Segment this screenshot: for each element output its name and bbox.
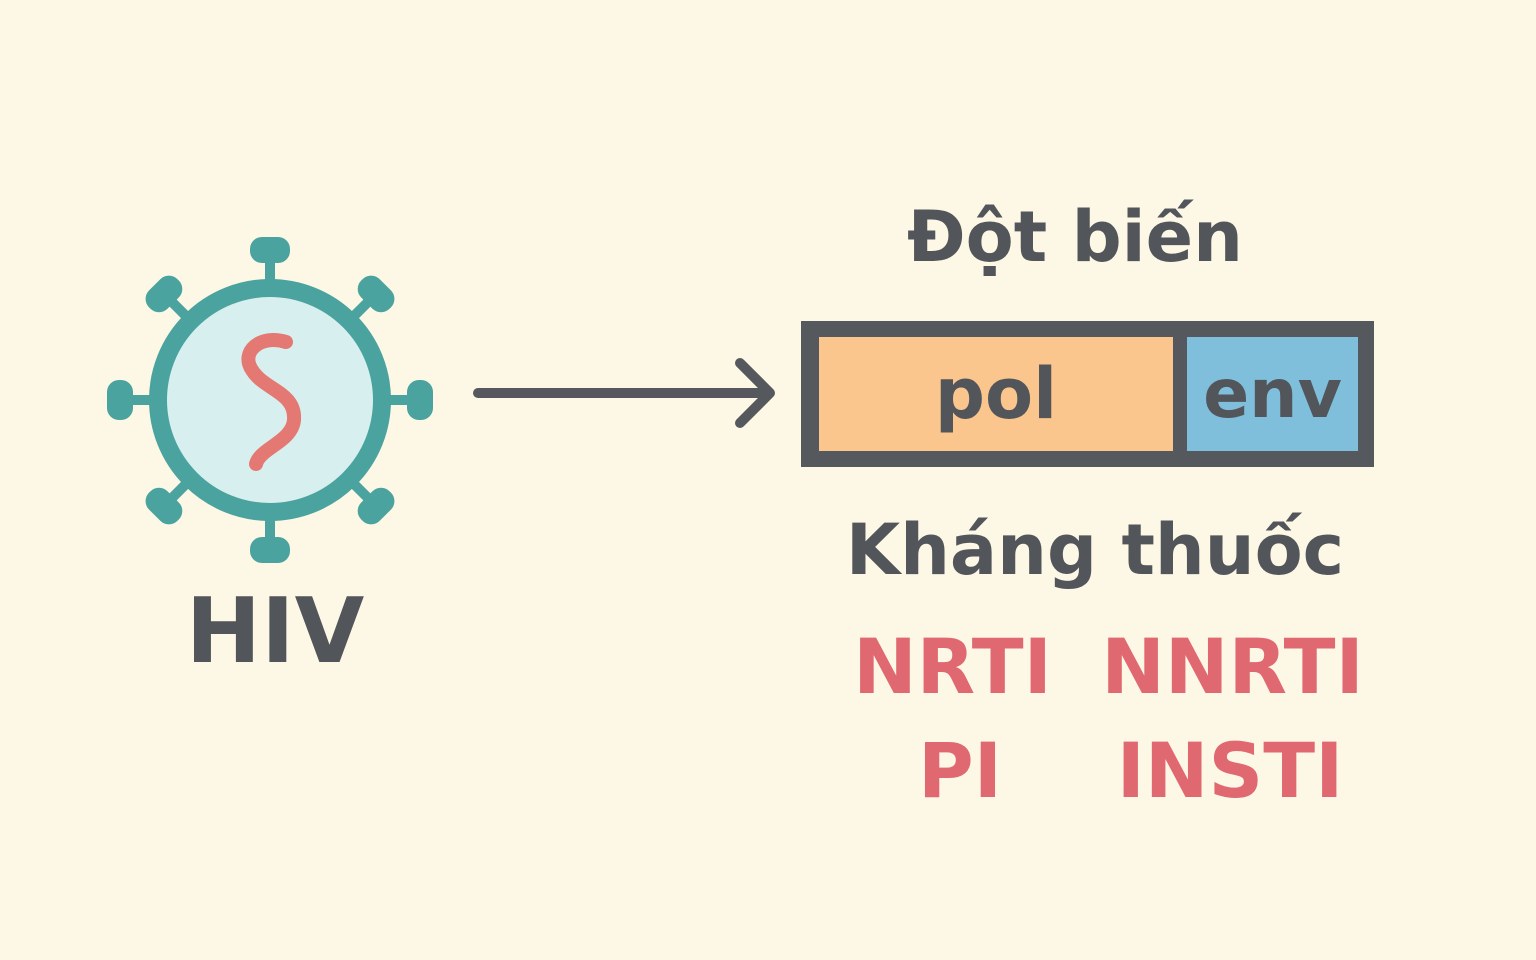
gene-pol-segment: pol [819, 337, 1173, 451]
virus-spike-knob [357, 275, 395, 313]
hiv-virus-icon [107, 237, 433, 563]
virus-spike-knob [145, 487, 183, 525]
virus-spike-knob [250, 237, 290, 263]
gene-env-label: env [1203, 354, 1342, 434]
drug-class-nnrti: NNRTI [1101, 622, 1364, 711]
genome-bar: pol env [801, 321, 1374, 467]
drug-class-insti: INSTI [1116, 726, 1344, 815]
virus-spike-knob [107, 380, 133, 420]
virus-rna-strand [241, 333, 301, 471]
drug-class-pi: PI [918, 726, 1002, 815]
drug-class-nrti: NRTI [853, 622, 1052, 711]
gene-pol-label: pol [934, 353, 1058, 435]
virus-spike-knob [407, 380, 433, 420]
virus-spike-knob [250, 537, 290, 563]
virus-spike-knob [145, 275, 183, 313]
arrow-right-icon [473, 358, 775, 428]
gene-env-segment: env [1187, 337, 1358, 451]
virus-capsid [149, 279, 391, 521]
resistance-title: Kháng thuốc [845, 509, 1345, 591]
virus-label: HIV [185, 579, 365, 684]
virus-spike-knob [357, 487, 395, 525]
mutation-title: Đột biến [907, 196, 1243, 278]
